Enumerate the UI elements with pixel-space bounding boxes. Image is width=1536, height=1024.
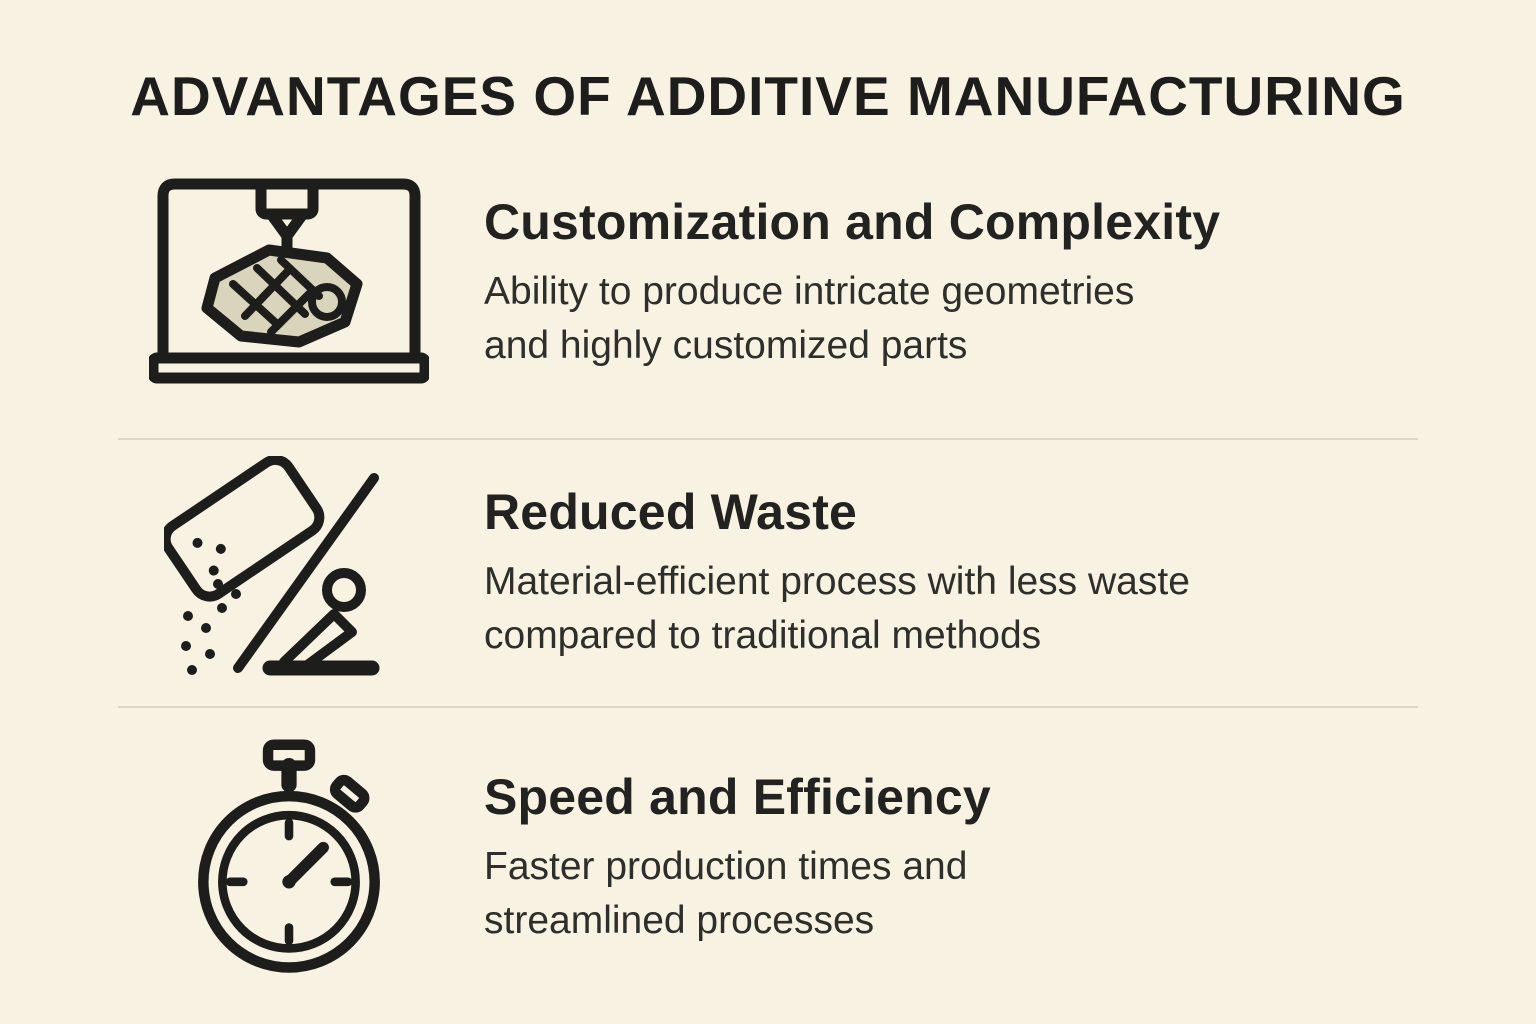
section-icon-container (148, 739, 430, 977)
page-title: ADVANTAGES OF ADDITIVE MANUFACTURING (130, 65, 1406, 127)
description-line: Ability to produce intricate geometries (484, 270, 1135, 314)
section-reduced-waste: Reduced Waste Material-efficient process… (0, 440, 1536, 706)
section-customization-and-complexity: Customization and Complexity Ability to … (0, 128, 1536, 438)
material-waste-icon (164, 455, 380, 675)
description-line: Faster production times and (484, 845, 968, 889)
section-text: Speed and Efficiency Faster production t… (484, 768, 1536, 948)
section-divider (118, 706, 1418, 708)
section-text: Customization and Complexity Ability to … (484, 193, 1536, 373)
section-heading: Reduced Waste (484, 484, 858, 541)
section-description: Faster production times and streamlined p… (484, 840, 1536, 948)
description-line: streamlined processes (484, 899, 875, 942)
section-icon-container (148, 455, 430, 691)
description-line: Material-efficient process with less was… (484, 560, 1190, 604)
stopwatch-icon (198, 739, 380, 973)
section-description: Ability to produce intricate geometries a… (484, 265, 1536, 373)
description-line: compared to traditional methods (484, 614, 1042, 657)
section-description: Material-efficient process with less was… (484, 555, 1536, 663)
section-heading: Speed and Efficiency (484, 769, 991, 826)
3d-printer-icon (149, 178, 429, 383)
description-line: and highly customized parts (484, 324, 968, 367)
section-heading: Customization and Complexity (484, 194, 1221, 251)
section-divider (118, 438, 1418, 440)
section-text: Reduced Waste Material-efficient process… (484, 483, 1536, 663)
section-icon-container (148, 166, 430, 401)
section-speed-and-efficiency: Speed and Efficiency Faster production t… (0, 708, 1536, 1008)
